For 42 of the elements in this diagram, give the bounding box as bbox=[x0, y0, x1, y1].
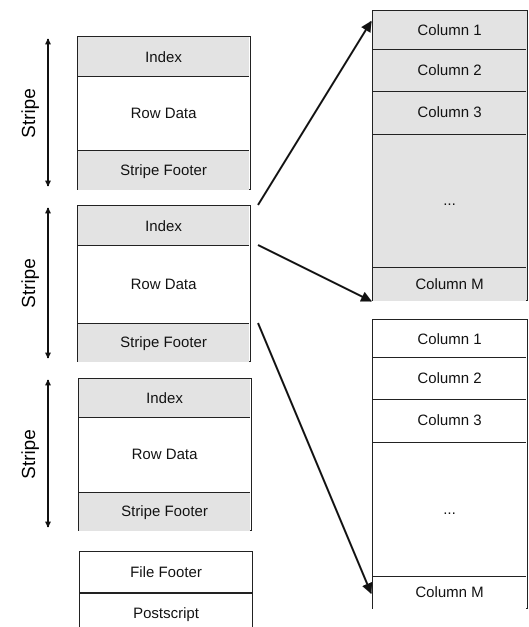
stripe-label: Stripe bbox=[18, 258, 41, 308]
section-label: ... bbox=[443, 192, 456, 209]
section-label: Index bbox=[145, 218, 182, 234]
section-label: Stripe Footer bbox=[120, 162, 207, 178]
section-row bbox=[373, 266, 526, 300]
section-row bbox=[78, 206, 249, 246]
footer-row bbox=[79, 593, 253, 627]
section-label: Column 2 bbox=[417, 62, 482, 78]
section-row bbox=[78, 150, 249, 190]
section-label: Column 2 bbox=[417, 370, 482, 386]
section-label: Column 3 bbox=[417, 104, 482, 121]
section-label: Column 1 bbox=[417, 330, 482, 348]
section-label: Row Data bbox=[130, 104, 196, 122]
stripe-block bbox=[77, 36, 251, 190]
section-label: Column 1 bbox=[417, 22, 482, 39]
section-row bbox=[79, 492, 250, 530]
stripe-label: Stripe bbox=[18, 429, 41, 479]
column-panel bbox=[372, 319, 528, 609]
section-label: Index bbox=[146, 390, 183, 407]
section-label: Column 3 bbox=[417, 412, 482, 429]
section-label: Index bbox=[145, 48, 182, 66]
stripe-label: Stripe bbox=[18, 88, 41, 138]
footer-row bbox=[79, 551, 253, 593]
section-label: File Footer bbox=[130, 564, 202, 580]
section-row bbox=[78, 322, 249, 362]
section-label: Stripe Footer bbox=[120, 334, 207, 351]
section-label: Postscript bbox=[133, 604, 199, 622]
column-panel bbox=[372, 10, 528, 301]
stripe-block bbox=[77, 205, 251, 362]
section-label: ... bbox=[443, 500, 456, 518]
stripe-block bbox=[78, 378, 252, 531]
arrow bbox=[258, 244, 372, 302]
section-label: Column M bbox=[415, 584, 484, 601]
section-label: Stripe Footer bbox=[121, 503, 208, 520]
section-label: Column M bbox=[415, 276, 484, 292]
section-row bbox=[78, 37, 249, 77]
section-row bbox=[373, 576, 526, 608]
section-label: Row Data bbox=[132, 446, 198, 463]
arrow bbox=[257, 322, 372, 594]
section-label: Row Data bbox=[130, 276, 196, 292]
arrow bbox=[257, 20, 372, 206]
section-row bbox=[79, 379, 250, 418]
